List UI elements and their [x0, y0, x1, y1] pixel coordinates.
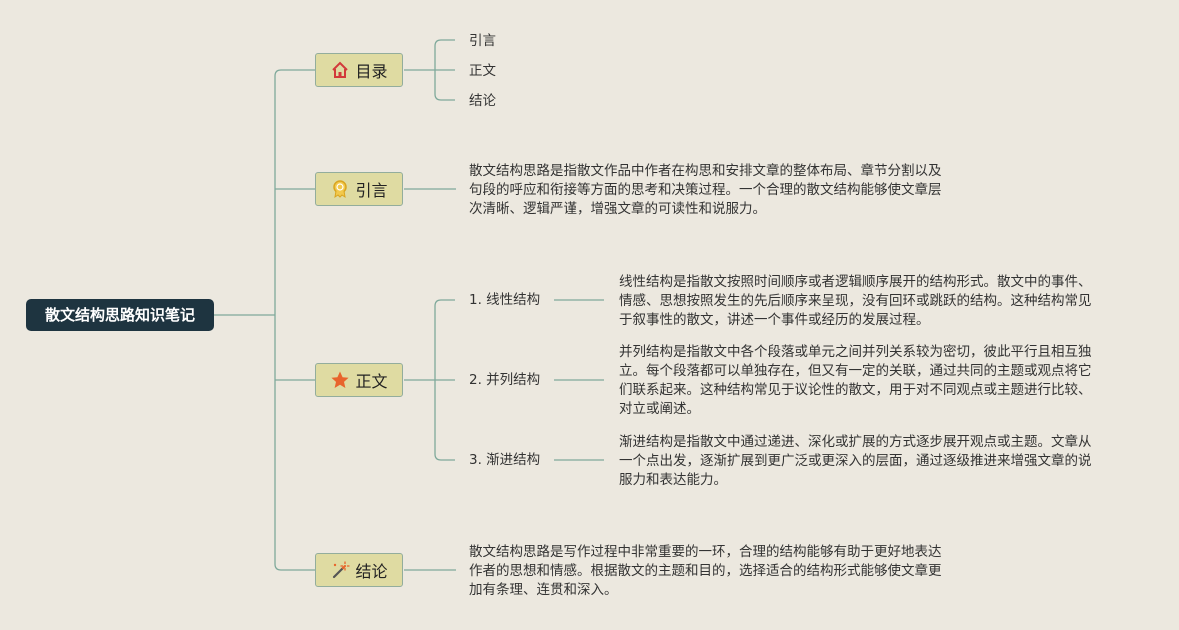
text-line: 于叙事性的散文，讲述一个事件或经历的发展过程。 — [619, 312, 930, 328]
text-line: 线性结构是指散文按照时间顺序或者逻辑顺序展开的结构形式。散文中的事件、 — [619, 274, 1092, 290]
text-line: 加有条理、连贯和深入。 — [469, 582, 618, 598]
text-line: 句段的呼应和衔接等方面的思考和决策过程。一个合理的散文结构能够使文章层 — [469, 182, 942, 198]
magic-wand-icon — [330, 560, 350, 580]
parallel-paragraph: 并列结构是指散文中各个段落或单元之间并列关系较为密切，彼此平行且相互独 立。每个… — [619, 343, 1092, 419]
root-node[interactable]: 散文结构思路知识笔记 — [26, 299, 214, 331]
branch-label: 目录 — [355, 62, 388, 81]
branch-body[interactable]: 正文 — [315, 363, 403, 397]
text-line: 次清晰、逻辑严谨，增强文章的可读性和说服力。 — [469, 201, 766, 217]
text-line: 散文结构思路是写作过程中非常重要的一环，合理的结构能够有助于更好地表达 — [469, 544, 942, 560]
structure-progressive[interactable]: 3. 渐进结构 — [469, 452, 541, 468]
star-icon — [330, 370, 350, 390]
text-line: 情感、思想按照发生的先后顺序来呈现，没有回环或跳跃的结构。这种结构常见 — [619, 293, 1092, 309]
text-line: 服力和表达能力。 — [619, 472, 727, 488]
medal-icon — [330, 179, 350, 199]
toc-item-intro[interactable]: 引言 — [469, 33, 496, 49]
linear-paragraph: 线性结构是指散文按照时间顺序或者逻辑顺序展开的结构形式。散文中的事件、 情感、思… — [619, 273, 1092, 330]
text-line: 渐进结构是指散文中通过递进、深化或扩展的方式逐步展开观点或主题。文章从 — [619, 434, 1092, 450]
branch-intro[interactable]: 引言 — [315, 172, 403, 206]
toc-item-conclusion[interactable]: 结论 — [469, 93, 496, 109]
text-line: 作者的思想和情感。根据散文的主题和目的，选择适合的结构形式能够使文章更 — [469, 563, 942, 579]
structure-linear[interactable]: 1. 线性结构 — [469, 292, 541, 308]
branch-label: 正文 — [355, 372, 388, 391]
branch-conclusion[interactable]: 结论 — [315, 553, 403, 587]
branch-label: 结论 — [355, 562, 388, 581]
text-line: 们联系起来。这种结构常见于议论性的散文，用于对不同观点或主题进行比较、 — [619, 382, 1092, 398]
structure-parallel[interactable]: 2. 并列结构 — [469, 372, 541, 388]
text-line: 并列结构是指散文中各个段落或单元之间并列关系较为密切，彼此平行且相互独 — [619, 344, 1092, 360]
text-line: 立。每个段落都可以单独存在，但又有一定的关联，通过共同的主题或观点将它 — [619, 363, 1092, 379]
text-line: 对立或阐述。 — [619, 401, 700, 417]
branch-toc[interactable]: 目录 — [315, 53, 403, 87]
text-line: 散文结构思路是指散文作品中作者在构思和安排文章的整体布局、章节分割以及 — [469, 163, 942, 179]
text-line: 一个点出发，逐渐扩展到更广泛或更深入的层面，通过逐级推进来增强文章的说 — [619, 453, 1092, 469]
toc-item-body[interactable]: 正文 — [469, 63, 496, 79]
conclusion-paragraph: 散文结构思路是写作过程中非常重要的一环，合理的结构能够有助于更好地表达 作者的思… — [469, 543, 942, 600]
progressive-paragraph: 渐进结构是指散文中通过递进、深化或扩展的方式逐步展开观点或主题。文章从 一个点出… — [619, 433, 1092, 490]
intro-paragraph: 散文结构思路是指散文作品中作者在构思和安排文章的整体布局、章节分割以及 句段的呼… — [469, 162, 942, 219]
home-icon — [330, 60, 350, 80]
branch-label: 引言 — [355, 181, 388, 200]
